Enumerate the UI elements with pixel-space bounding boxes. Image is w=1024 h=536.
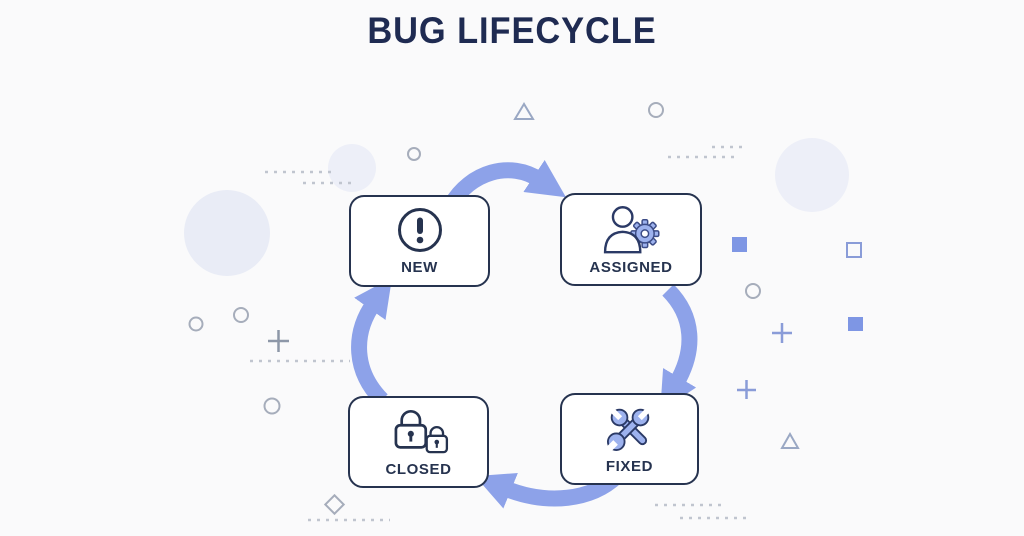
triangle-outline-icon <box>513 102 535 120</box>
square-filled-icon <box>848 317 863 331</box>
exclamation-circle-icon <box>397 208 442 252</box>
node-fixed: FIXED <box>560 393 699 485</box>
plus-icon <box>737 380 756 399</box>
circle-outline-icon <box>407 147 421 161</box>
pale-circle-above-new <box>328 144 376 192</box>
pale-circle-left <box>184 190 270 276</box>
arrow-assigned-to-fixed <box>660 284 698 411</box>
arrow-closed-to-new <box>351 277 393 406</box>
triangle-outline-icon <box>780 431 800 449</box>
plus-signs <box>268 323 792 399</box>
node-assigned: ASSIGNED <box>560 193 702 286</box>
crossed-wrenches-icon <box>604 407 650 453</box>
gear-icon <box>630 218 660 248</box>
padlock-icon <box>394 409 427 449</box>
person-gear-icon <box>603 205 660 253</box>
node-label: NEW <box>401 259 438 276</box>
padlock-icon <box>425 426 448 454</box>
gray-outline-shapes <box>188 102 862 516</box>
node-closed: CLOSED <box>348 396 489 488</box>
circle-outline-icon <box>233 307 249 323</box>
node-label: CLOSED <box>385 461 452 478</box>
node-label: ASSIGNED <box>589 258 673 276</box>
plus-icon <box>772 323 792 343</box>
circle-outline-icon <box>648 102 664 118</box>
pale-circle-right <box>775 138 849 212</box>
page-title: BUG LIFECYCLE <box>367 10 657 51</box>
node-label: FIXED <box>605 458 654 475</box>
padlocks-icon <box>394 409 448 454</box>
person-icon <box>603 205 642 253</box>
diamond-outline-icon <box>323 493 346 516</box>
plus-icon <box>268 330 289 352</box>
circle-outline-icon <box>745 283 761 299</box>
square-outline-icon <box>846 242 862 258</box>
wrench-icon <box>604 407 650 453</box>
circle-outline-icon <box>188 316 204 332</box>
square-filled-icon <box>732 237 747 252</box>
node-new: NEW <box>349 195 490 287</box>
circle-outline-icon <box>263 397 281 415</box>
